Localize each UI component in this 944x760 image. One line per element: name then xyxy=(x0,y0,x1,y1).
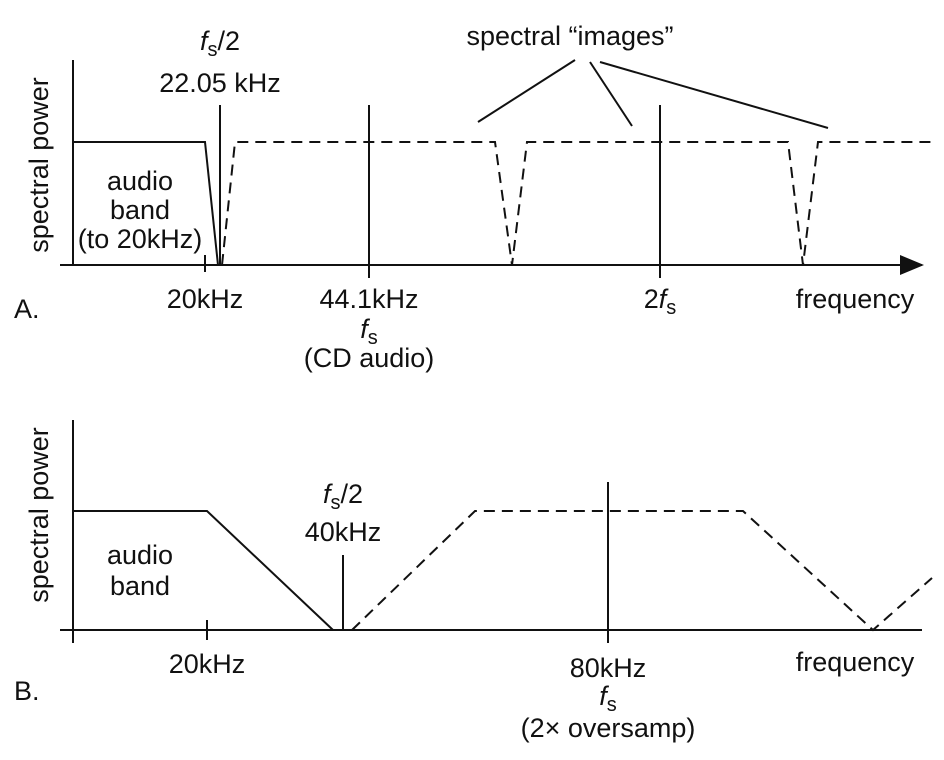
fs-value: 80kHz xyxy=(570,653,647,683)
audio-band-label: band xyxy=(110,571,170,601)
images-label: spectral “images” xyxy=(466,21,673,51)
fs-value: 44.1kHz xyxy=(319,284,418,314)
spectral-images xyxy=(221,141,932,266)
panel-a: spectral power fs/2 22.05 kHz audio band… xyxy=(14,21,932,373)
nyquist-label: fs/2 xyxy=(200,26,240,61)
tick-label-20k: 20kHz xyxy=(167,284,244,314)
y-axis-label: spectral power xyxy=(24,77,54,253)
panel-letter: A. xyxy=(14,294,40,324)
nyquist-label: fs/2 xyxy=(323,479,363,514)
spectral-image xyxy=(351,510,933,632)
audio-band-label: audio xyxy=(107,540,173,570)
fs-symbol: fs xyxy=(360,314,378,349)
tick-label-20k: 20kHz xyxy=(169,649,246,679)
x-axis-label: frequency xyxy=(796,647,915,677)
audio-band-label: (to 20kHz) xyxy=(78,224,203,254)
two-fs-label: 2fs xyxy=(644,284,677,319)
audio-band-label: audio xyxy=(107,166,173,196)
audio-band-spectrum xyxy=(73,510,334,631)
x-axis-label: frequency xyxy=(796,284,915,314)
audio-band-spectrum xyxy=(73,141,219,266)
pointer-line xyxy=(599,61,829,129)
fs-note: (2× oversamp) xyxy=(521,713,696,743)
fs-note: (CD audio) xyxy=(304,343,435,373)
panel-letter: B. xyxy=(14,676,40,706)
y-axis-label: spectral power xyxy=(24,427,54,603)
audio-band-label: band xyxy=(110,195,170,225)
nyquist-value: 40kHz xyxy=(305,517,382,547)
fs-symbol: fs xyxy=(599,681,617,716)
nyquist-value: 22.05 kHz xyxy=(159,68,281,98)
pointer-line xyxy=(589,61,633,127)
pointer-line xyxy=(477,59,576,123)
panel-b: spectral power fs/2 40kHz audio band 20k… xyxy=(14,420,933,743)
